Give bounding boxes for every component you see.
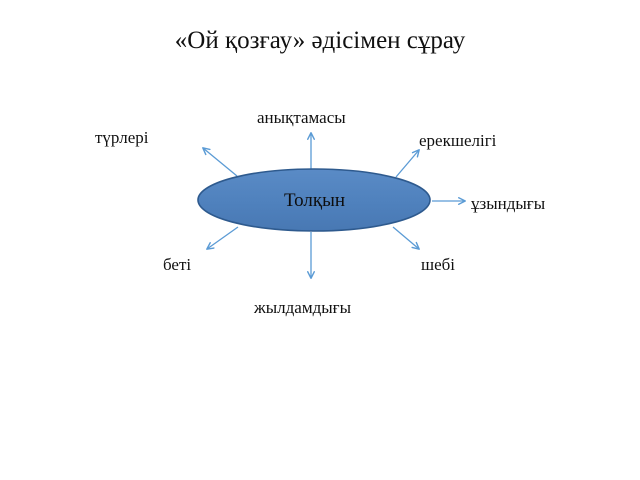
- arrow-to-turleri: [203, 148, 238, 177]
- node-label-uzyndygy: ұзындығы: [471, 194, 546, 213]
- node-label-shebi: шебі: [421, 255, 456, 274]
- page-title: «Ой қозғау» әдісімен сұрау: [174, 27, 466, 54]
- node-label-beti: беті: [163, 255, 192, 274]
- node-label-erekshelig: ерекшелігі: [419, 131, 497, 150]
- node-label-zhyldamdygy: жылдамдығы: [254, 298, 352, 317]
- arrow-to-erekshelig: [395, 150, 419, 178]
- node-label-anyktamasy: анықтамасы: [257, 108, 346, 127]
- center-node-label: Толқын: [283, 190, 346, 211]
- node-label-turleri: түрлері: [95, 128, 149, 147]
- arrow-to-beti: [207, 226, 239, 249]
- arrow-to-shebi: [392, 226, 419, 249]
- center-node-ellipse: [197, 168, 431, 232]
